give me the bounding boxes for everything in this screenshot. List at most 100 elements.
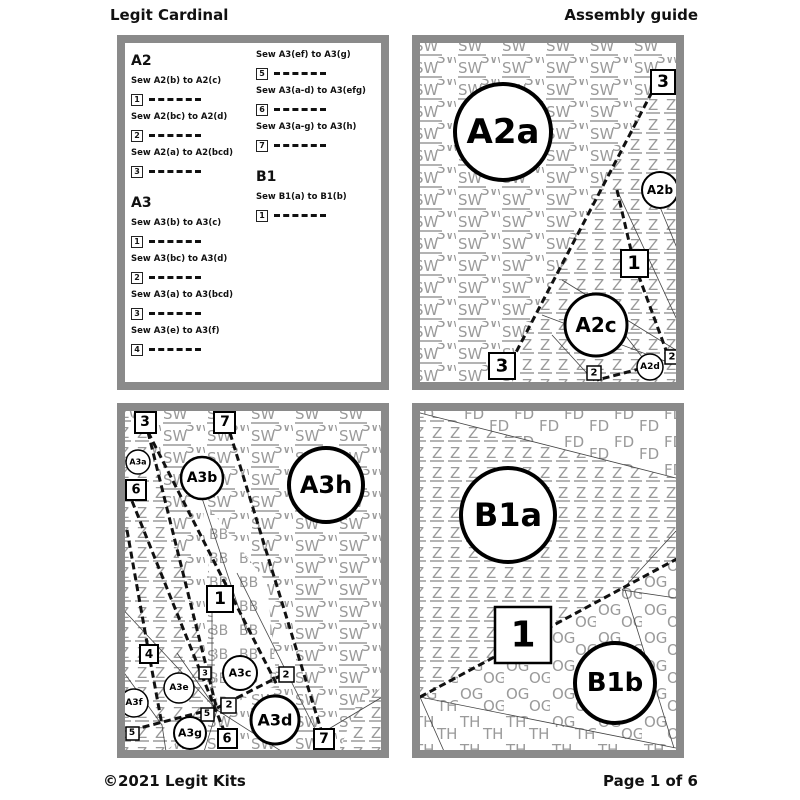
step: Sew A2(a) to A2(bcd) 3: [131, 145, 233, 181]
step: Sew A2(bc) to A2(d) 2: [131, 109, 233, 145]
step-text: Sew A3(b) to A3(c): [131, 218, 222, 228]
step-number: 5: [256, 67, 268, 80]
svg-text:1: 1: [510, 615, 535, 656]
seam-line-icon: [149, 98, 201, 101]
kit-title: Legit Cardinal: [110, 6, 229, 24]
svg-text:6: 6: [131, 483, 140, 498]
copyright: ©2021 Legit Kits: [103, 772, 246, 790]
piece-b1b: B1b: [573, 641, 657, 725]
svg-text:3: 3: [496, 356, 509, 377]
svg-text:7: 7: [319, 731, 329, 747]
step-marker-1: 1: [620, 249, 649, 278]
step-marker-1: 1: [206, 585, 234, 613]
step-marker-3: 3: [134, 411, 157, 434]
svg-text:A3g: A3g: [178, 727, 202, 740]
svg-text:2: 2: [591, 368, 598, 379]
piece-a3d: A3d: [249, 694, 301, 746]
section-heading-a3: A3: [131, 195, 152, 211]
piece-b1a: B1a: [459, 466, 557, 564]
seam-line-icon: [149, 276, 201, 279]
svg-text:3: 3: [657, 72, 669, 92]
step-marker-7-bottom: 7: [313, 728, 335, 750]
step-marker-3-small: 3: [198, 666, 212, 680]
piece-a3c: A3c: [222, 655, 258, 691]
piece-a3g: A3g: [173, 716, 207, 750]
step-number: 7: [256, 139, 268, 152]
step-text: Sew B1(a) to B1(b): [256, 192, 347, 202]
svg-text:5: 5: [204, 709, 210, 719]
svg-text:3: 3: [202, 669, 208, 678]
page-number: Page 1 of 6: [603, 772, 698, 790]
step-number: 1: [131, 235, 143, 248]
step: Sew A2(b) to A2(c) 1: [131, 73, 233, 109]
fabric-region-z: [512, 79, 676, 382]
instructions-column-1: A2 Sew A2(b) to A2(c) 1 Sew A2(bc) to A2(…: [131, 49, 233, 359]
svg-text:A3e: A3e: [169, 683, 188, 693]
svg-text:A3f: A3f: [125, 698, 142, 708]
instructions-column-2: Sew A3(ef) to A3(g) 5 Sew A3(a-d) to A3(e…: [256, 47, 366, 225]
step-text: Sew A2(a) to A2(bcd): [131, 148, 233, 158]
step-number: 3: [131, 307, 143, 320]
seam-line-icon: [149, 170, 201, 173]
piece-a3e: A3e: [163, 672, 195, 704]
step: Sew A3(e) to A3(f) 4: [131, 323, 233, 359]
step-marker-6-top: 6: [125, 479, 147, 501]
svg-text:3: 3: [140, 414, 150, 430]
step-text: Sew A3(bc) to A3(d): [131, 254, 228, 264]
svg-text:A2b: A2b: [647, 183, 674, 197]
step-marker-3-top: 3: [650, 69, 676, 95]
instructions-panel: A2 Sew A2(b) to A2(c) 1 Sew A2(bc) to A2(…: [117, 35, 389, 390]
step-number: 3: [131, 165, 143, 178]
diagram-b1: B1a B1b 1: [412, 403, 684, 758]
seam-line-icon: [149, 134, 201, 137]
piece-a2d: A2d: [636, 353, 664, 381]
fabric-region-th: [420, 697, 676, 750]
seam-line-icon: [274, 108, 326, 111]
section-heading-a2: A2: [131, 53, 152, 69]
step-number: 1: [256, 209, 268, 222]
seam-line-icon: [149, 240, 201, 243]
seam-line-icon: [274, 144, 326, 147]
step-text: Sew A2(bc) to A2(d): [131, 112, 228, 122]
svg-text:5: 5: [129, 728, 135, 738]
step-number: 4: [131, 343, 143, 356]
piece-a3a: A3a: [125, 449, 151, 475]
step-number: 1: [131, 93, 143, 106]
step-number: 2: [131, 129, 143, 142]
piece-a2c: A2c: [563, 292, 629, 358]
step-marker-2-center: 2: [220, 697, 237, 714]
step-text: Sew A3(a) to A3(bcd): [131, 290, 233, 300]
svg-text:2: 2: [226, 700, 233, 711]
step-marker-1: 1: [493, 605, 553, 665]
step-marker-6-bottom: 6: [217, 728, 238, 749]
svg-text:A2d: A2d: [640, 362, 660, 372]
step-text: Sew A3(ef) to A3(g): [256, 50, 351, 60]
svg-text:2: 2: [669, 352, 676, 363]
seam-line-icon: [274, 72, 326, 75]
step-number: 6: [256, 103, 268, 116]
svg-text:A2c: A2c: [575, 313, 616, 337]
step: Sew A3(a) to A3(bcd) 3: [131, 287, 233, 323]
step-marker-7-top: 7: [213, 411, 236, 434]
step: Sew A3(a-d) to A3(efg) 6: [256, 83, 366, 119]
step-marker-5-left: 5: [125, 726, 140, 741]
seam-line-icon: [149, 348, 201, 351]
step: Sew B1(a) to B1(b) 1: [256, 189, 366, 225]
step-text: Sew A3(a-g) to A3(h): [256, 122, 357, 132]
step-marker-4: 4: [139, 644, 159, 664]
svg-text:B1a: B1a: [474, 496, 542, 534]
step-text: Sew A3(a-d) to A3(efg): [256, 86, 366, 96]
step-marker-2-right: 2: [664, 349, 676, 365]
svg-text:6: 6: [222, 732, 231, 747]
fabric-region-z: [125, 411, 217, 750]
diagram-a2: A2a A2b A2c A2d 3 3 1 2 2: [412, 35, 684, 390]
svg-text:A3c: A3c: [229, 667, 252, 680]
guide-title: Assembly guide: [564, 6, 698, 24]
step-marker-3-bottom: 3: [488, 352, 516, 380]
piece-a2b: A2b: [641, 171, 676, 209]
svg-text:A3b: A3b: [187, 470, 218, 486]
step: Sew A3(ef) to A3(g) 5: [256, 47, 366, 83]
step-text: Sew A3(e) to A3(f): [131, 326, 220, 336]
step-text: Sew A2(b) to A2(c): [131, 76, 222, 86]
fabric-region-fd: [420, 411, 676, 478]
